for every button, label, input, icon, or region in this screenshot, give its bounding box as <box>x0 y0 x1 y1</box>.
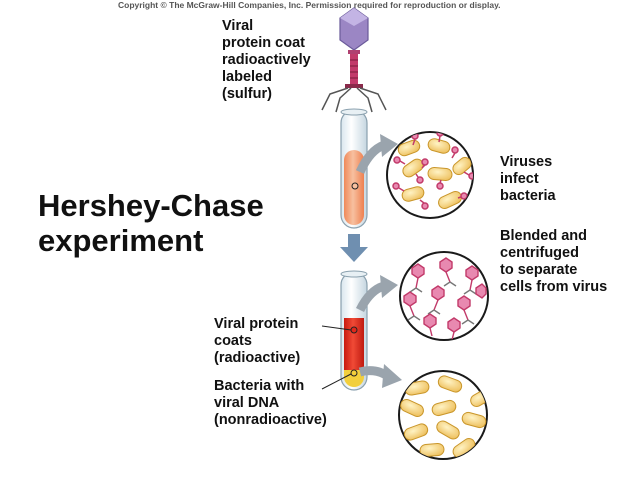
label-line: bacteria <box>500 188 556 204</box>
label-line: Blended and <box>500 228 588 244</box>
title-line-1: Hershey-Chase <box>38 188 264 223</box>
label-bacteria-viral-dna: Bacteria with viral DNA (nonradioactive) <box>214 378 327 429</box>
arrow-to-blended-icon <box>355 275 398 313</box>
label-line: Viral <box>222 18 254 34</box>
label-line: Viral protein <box>214 316 299 332</box>
leader-line-coats <box>321 325 352 331</box>
arrow-to-pellet-icon <box>358 364 402 388</box>
label-line: coats <box>214 333 252 349</box>
label-line: labeled <box>222 69 272 85</box>
label-line: centrifuged <box>500 245 579 261</box>
diagram-title: Hershey-Chase experiment <box>38 188 264 258</box>
label-line: radioactively <box>222 52 311 68</box>
blended-magnified-view <box>399 251 489 341</box>
copyright-notice: Copyright © The McGraw-Hill Companies, I… <box>118 0 501 10</box>
label-line: to separate <box>500 262 578 278</box>
label-viruses-infect: Viruses infect bacteria <box>500 154 556 205</box>
label-line: Viruses <box>500 154 553 170</box>
label-line: (nonradioactive) <box>214 412 327 428</box>
title-line-2: experiment <box>38 223 204 258</box>
pellet-magnified-view <box>398 370 488 460</box>
bacteriophage-icon <box>321 7 387 113</box>
label-line: viral DNA <box>214 395 280 411</box>
down-arrow-icon <box>340 234 368 262</box>
label-line: protein coat <box>222 35 305 51</box>
infection-magnified-view <box>386 131 474 219</box>
arrow-to-infection-icon <box>355 134 398 174</box>
label-line: cells from virus <box>500 279 608 295</box>
label-line: Bacteria with <box>214 378 305 394</box>
label-viral-protein-coat: Viral protein coat radioactively labeled… <box>222 18 311 103</box>
label-line: (radioactive) <box>214 350 301 366</box>
label-blended-centrifuged: Blended and centrifuged to separate cell… <box>500 228 607 296</box>
leader-line-bacteria <box>321 373 352 390</box>
label-viral-protein-coats: Viral protein coats (radioactive) <box>214 316 300 367</box>
label-line: (sulfur) <box>222 86 272 102</box>
label-line: infect <box>500 171 539 187</box>
